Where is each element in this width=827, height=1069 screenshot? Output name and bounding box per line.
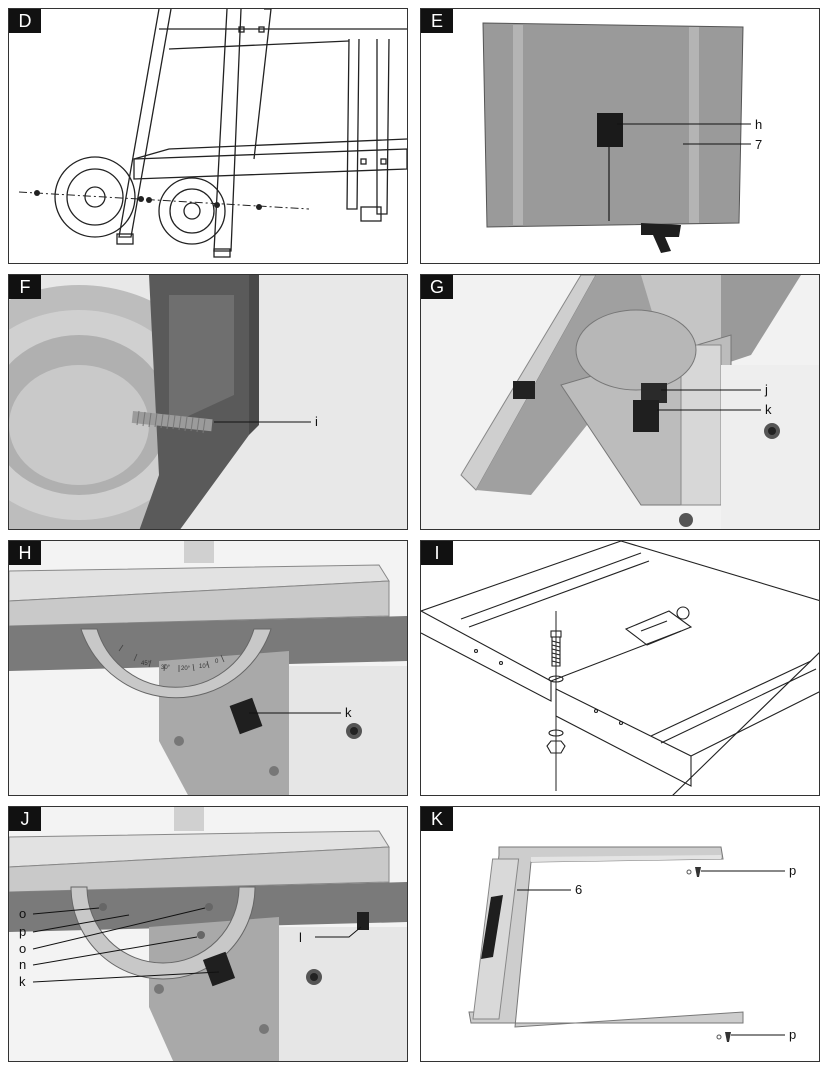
callout-7: 7: [755, 137, 763, 152]
figure-panel-g: G j k: [420, 274, 820, 530]
callout-h: h: [755, 117, 763, 132]
figure-panel-k: K 6 p p: [420, 806, 820, 1062]
panel-letter: K: [421, 807, 453, 831]
callout-6: 6: [575, 882, 583, 897]
angle-scale-photo: 45° 30° 20° 10° 0: [9, 541, 407, 795]
figure-panel-d: D: [8, 8, 408, 264]
panel-letter: J: [9, 807, 41, 831]
scale-tick-45: 45°: [141, 661, 151, 667]
tilted-table-photo: [421, 275, 819, 529]
callout-o-2: o: [19, 941, 27, 956]
scale-screws-photo: [9, 807, 407, 1061]
scale-tick-10: 10°: [199, 664, 209, 670]
callout-l: l: [299, 930, 302, 945]
callout-p: p: [19, 924, 27, 939]
scale-tick-30: 30°: [161, 665, 171, 671]
panel-letter: D: [9, 9, 41, 33]
panel-letter: G: [421, 275, 453, 299]
callout-k: k: [345, 705, 352, 720]
panel-letter: H: [9, 541, 41, 565]
sliding-frame-photo: [421, 807, 819, 1061]
callout-p: p: [789, 863, 797, 878]
scale-tick-0: 0: [215, 659, 219, 665]
callout-p-2: p: [789, 1027, 797, 1042]
callout-n: n: [19, 957, 27, 972]
table-extension-drawing: [421, 541, 819, 795]
figure-panel-j: J o p o n k l: [8, 806, 408, 1062]
callout-k: k: [765, 402, 772, 417]
figure-panel-h: H 45° 30° 20° 10° 0 k: [8, 540, 408, 796]
figure-panel-f: F i: [8, 274, 408, 530]
stand-assembly-drawing: [18, 9, 407, 258]
figure-panel-i: I: [420, 540, 820, 796]
callout-k: k: [19, 974, 26, 989]
figure-panel-e: E h 7: [420, 8, 820, 264]
panel-letter: E: [421, 9, 453, 33]
callout-j: j: [765, 382, 768, 397]
scale-tick-20: 20°: [181, 666, 191, 672]
panel-letter: F: [9, 275, 41, 299]
panel-letter: I: [421, 541, 453, 565]
callout-i: i: [315, 414, 318, 429]
bolt-housing-photo: [9, 275, 407, 529]
callout-o: o: [19, 906, 27, 921]
table-top-photo: [421, 9, 819, 263]
